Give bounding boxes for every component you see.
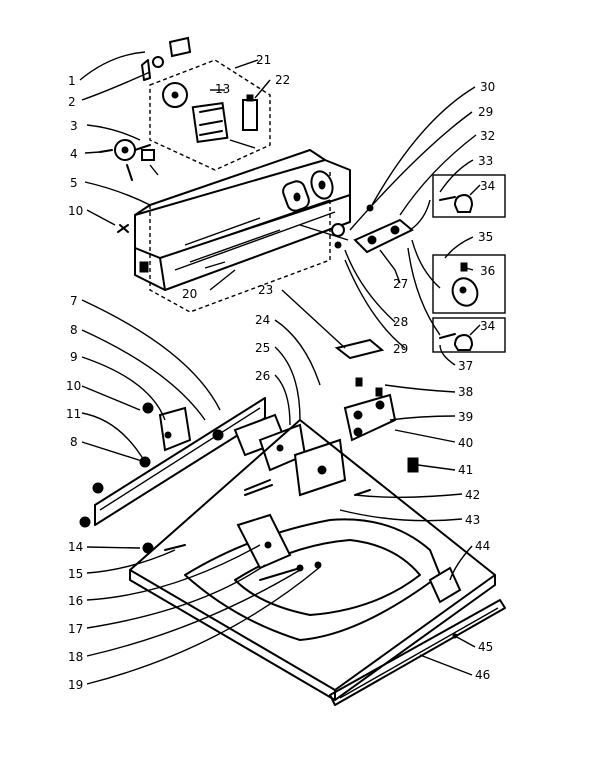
trim-strip [329, 599, 506, 706]
callout-44: 44 [475, 539, 490, 553]
callout-38: 38 [458, 385, 473, 399]
callout-29-bottom: 29 [393, 342, 408, 356]
callout-14: 14 [68, 540, 83, 554]
callout-9: 9 [70, 350, 78, 364]
callout-28: 28 [393, 315, 408, 329]
bracket-assembly [299, 204, 414, 254]
callout-22: 22 [275, 73, 290, 87]
hinge-parts [233, 413, 371, 497]
callout-39: 39 [458, 410, 473, 424]
leader-lines [79, 51, 481, 685]
callout-40: 40 [458, 436, 473, 450]
callout-24: 24 [255, 313, 270, 327]
inset-box-37 [432, 317, 506, 353]
callout-41: 41 [458, 463, 473, 477]
clip-38-39 [343, 377, 397, 442]
callout-11: 11 [66, 407, 81, 421]
callout-labels: 1 2 3 4 5 10 13 21 22 20 30 29 32 33 34 … [66, 53, 495, 692]
cap-41 [407, 457, 419, 473]
callout-10-mid: 10 [66, 379, 81, 393]
callout-7: 7 [70, 294, 78, 308]
callout-27: 27 [393, 277, 408, 291]
wire-lead [407, 199, 441, 336]
knob-parts [141, 36, 192, 81]
callout-29-top: 29 [478, 105, 493, 119]
callout-46: 46 [475, 668, 490, 682]
callout-21: 21 [256, 53, 271, 67]
inset-box-35 [432, 254, 506, 314]
callout-1: 1 [68, 74, 76, 88]
callout-35: 35 [478, 230, 493, 244]
callout-33: 33 [478, 154, 493, 168]
callout-32: 32 [480, 129, 495, 143]
callout-8-bottom: 8 [70, 435, 78, 449]
callout-16: 16 [68, 594, 83, 608]
callout-36: 36 [480, 264, 495, 278]
callout-34-bottom: 34 [480, 319, 495, 333]
callout-15: 15 [68, 567, 83, 581]
callout-37: 37 [458, 359, 473, 373]
callout-10-top: 10 [68, 204, 83, 218]
timer-assembly [149, 59, 271, 171]
top-cover [129, 419, 496, 701]
callout-5: 5 [70, 176, 78, 190]
callout-8-top: 8 [70, 323, 78, 337]
callout-45: 45 [478, 640, 493, 654]
callout-4: 4 [70, 147, 78, 161]
callout-18: 18 [68, 650, 83, 664]
screw-10 [117, 224, 129, 233]
callout-3: 3 [70, 119, 78, 133]
callout-13: 13 [215, 82, 230, 96]
selector-switch [99, 139, 159, 181]
callout-43: 43 [465, 513, 480, 527]
callout-26: 26 [255, 369, 270, 383]
callout-25: 25 [255, 341, 270, 355]
callout-17: 17 [68, 622, 83, 636]
callout-30: 30 [480, 80, 495, 94]
callout-34-top: 34 [480, 179, 495, 193]
callout-19: 19 [68, 678, 83, 692]
callout-42: 42 [465, 488, 480, 502]
callout-23: 23 [258, 283, 273, 297]
control-console [134, 149, 351, 313]
inset-box-33 [432, 174, 506, 218]
callout-2: 2 [68, 95, 76, 109]
bracket-23 [334, 338, 385, 360]
callout-20: 20 [182, 287, 197, 301]
lid-switch-panel [79, 397, 266, 528]
